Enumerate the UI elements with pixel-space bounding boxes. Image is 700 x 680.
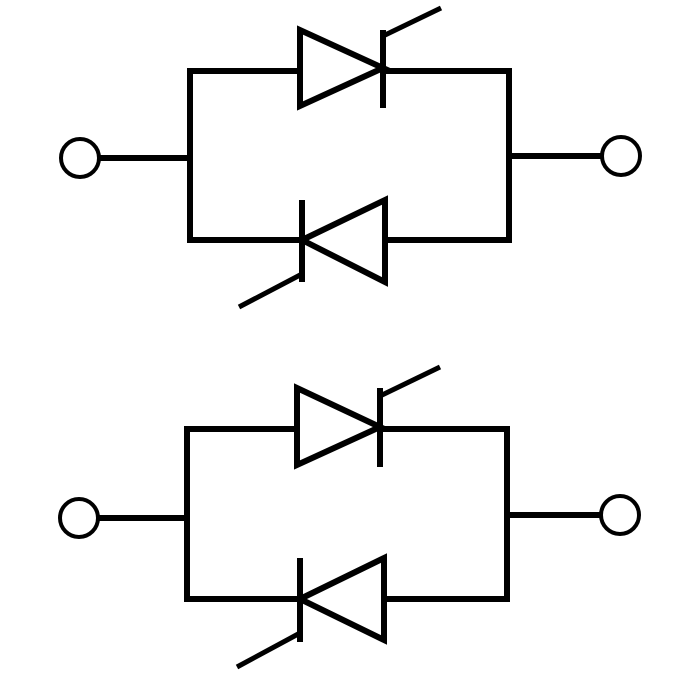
lower-diode-triangle-icon <box>293 553 387 645</box>
lower-diode-triangle-icon <box>295 195 388 287</box>
right-terminal-icon <box>599 494 641 536</box>
lower-gate-lead <box>237 271 304 310</box>
circuit-top <box>59 5 642 310</box>
left-terminal-icon <box>59 137 101 179</box>
lower-gate-lead <box>235 630 302 670</box>
upper-gate-lead <box>381 5 443 39</box>
left-terminal-icon <box>58 497 100 539</box>
upper-diode-triangle-icon <box>297 25 391 111</box>
circuit-bottom <box>58 364 641 670</box>
right-terminal-icon <box>600 135 642 177</box>
upper-gate-lead <box>378 364 442 399</box>
upper-diode-triangle-icon <box>294 383 388 470</box>
